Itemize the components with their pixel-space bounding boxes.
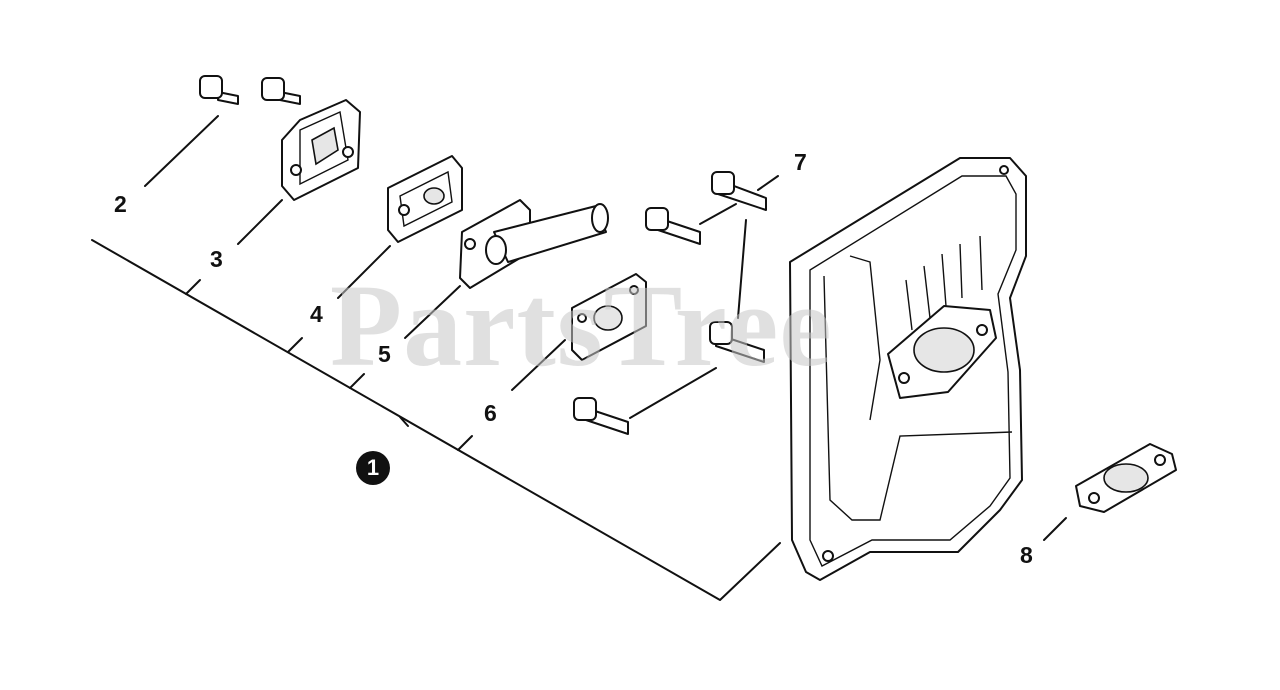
part-4-plate — [387, 155, 463, 243]
callout-5: 5 — [378, 341, 391, 367]
assembly-marker-1: 1 — [356, 451, 390, 485]
leader-lines — [144, 115, 1067, 541]
bolt-2b — [261, 77, 301, 105]
bolt-7a — [711, 171, 767, 211]
watermark: PartsTree — [330, 260, 833, 391]
callout-4: 4 — [310, 301, 323, 327]
muffler-body — [789, 157, 1027, 581]
callout-3: 3 — [210, 246, 223, 272]
bolt-7d — [573, 397, 629, 435]
part-6-gasket — [571, 273, 647, 361]
bolt-7c — [709, 321, 765, 363]
callout-7: 7 — [794, 149, 807, 175]
callout-6: 6 — [484, 400, 497, 426]
part-3-bracket — [281, 99, 361, 201]
callout-8: 8 — [1020, 542, 1033, 568]
callout-2: 2 — [114, 191, 127, 217]
bolt-7b — [645, 207, 701, 245]
part-8-gasket — [1075, 443, 1177, 513]
assembly-bracket — [91, 239, 781, 601]
part-5-pipe — [459, 199, 609, 289]
bolt-2a — [199, 75, 239, 105]
